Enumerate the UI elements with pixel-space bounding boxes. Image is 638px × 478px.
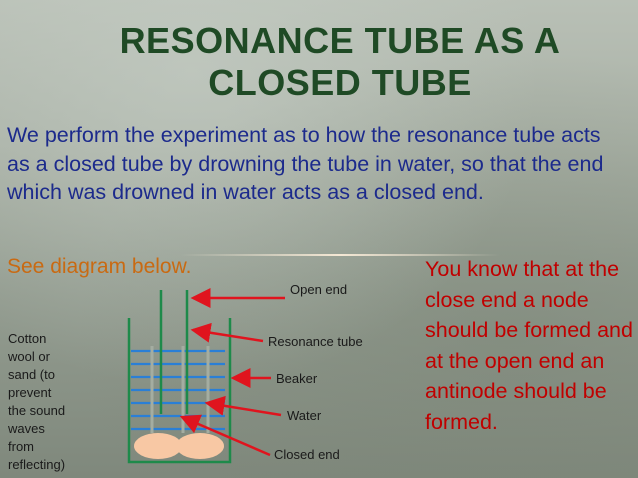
beaker-label: Beaker [276, 371, 318, 386]
title-line-1: RESONANCE TUBE AS A [119, 20, 561, 61]
cotton-line: the sound [8, 403, 66, 418]
cotton-wool-label: Cotton wool or sand (to prevent the soun… [8, 330, 118, 474]
cotton-line: Cotton [8, 331, 47, 346]
cotton-wool-right [176, 433, 224, 459]
node-antinode-note: You know that at the close end a node sh… [425, 257, 633, 434]
water-arrow [204, 395, 282, 417]
cotton-line: sand (to [8, 367, 55, 382]
cotton-line: reflecting) [8, 457, 66, 472]
closed-end-arrow [179, 414, 271, 457]
intro-paragraph: We perform the experiment as to how the … [7, 123, 604, 204]
title-line-2: CLOSED TUBE [208, 62, 472, 103]
closed-end-label: Closed end [274, 447, 340, 462]
cotton-line: prevent [8, 385, 52, 400]
see-diagram-text: See diagram below. [7, 255, 192, 278]
cotton-line: from [8, 439, 34, 454]
resonance-tube-label: Resonance tube [268, 334, 363, 349]
cotton-line: wool or [8, 349, 50, 364]
open-end-label: Open end [290, 282, 348, 297]
divider-line [180, 254, 500, 256]
label-arrows [179, 288, 285, 457]
beaker-outline [127, 318, 232, 464]
water-dashes [131, 349, 225, 431]
slide-title: RESONANCE TUBE AS A CLOSED TUBE [60, 20, 620, 104]
water-label: Water [287, 408, 322, 423]
cotton-line: waves [8, 421, 45, 436]
resonance-tube-arrow [190, 322, 264, 343]
cotton-wool-left [134, 433, 182, 459]
